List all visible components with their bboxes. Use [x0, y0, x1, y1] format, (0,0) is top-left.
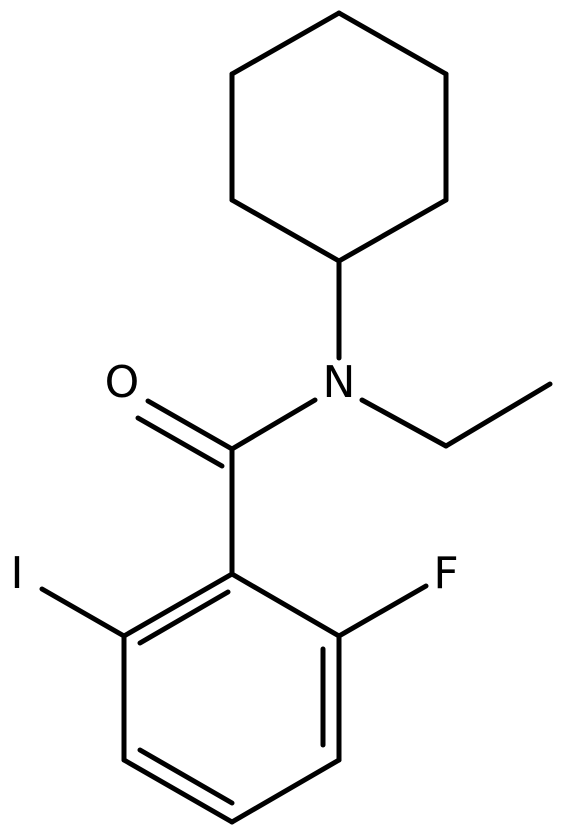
fluorine-label: F [433, 548, 458, 599]
bond [229, 757, 342, 825]
bond [229, 571, 342, 639]
bond [121, 571, 235, 639]
benzene-ring [121, 571, 342, 825]
bond [229, 10, 342, 77]
bond [229, 197, 342, 264]
bond [135, 415, 225, 469]
bond [145, 398, 235, 452]
nitrogen-label: N [323, 357, 356, 408]
aromatic-inner-bond [137, 747, 235, 806]
bond-ring-to-iodine [39, 586, 127, 639]
bond [336, 10, 449, 77]
bond [359, 397, 449, 449]
bond-ring-to-fluorine [336, 583, 429, 639]
bond [443, 381, 553, 449]
bond-carbonyl-to-nitrogen [229, 397, 318, 452]
bond [121, 757, 235, 825]
oxygen-label: O [105, 357, 140, 408]
iodine-label: I [11, 548, 24, 599]
bond [336, 197, 449, 264]
aromatic-inner-bond [137, 589, 231, 646]
cyclohexyl-ring [229, 10, 449, 264]
ethyl-group [359, 381, 553, 449]
carbonyl-double-bond [135, 398, 235, 469]
